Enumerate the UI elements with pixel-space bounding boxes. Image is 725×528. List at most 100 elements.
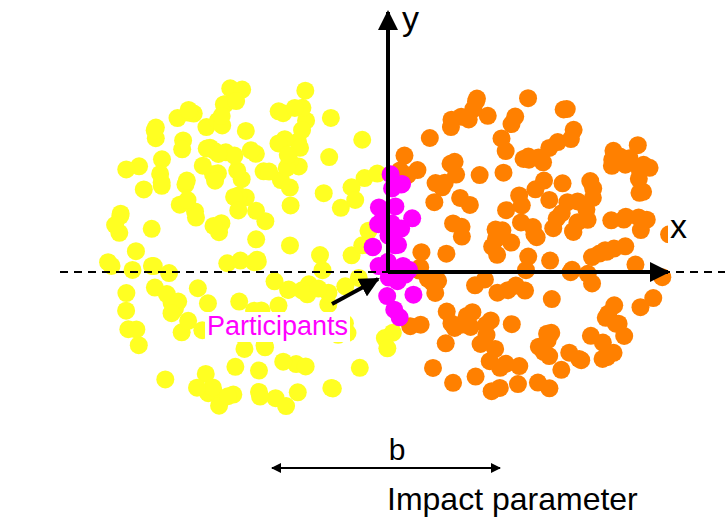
nucleon-dot bbox=[599, 305, 617, 323]
nucleon-dot bbox=[130, 336, 148, 354]
nucleon-dot bbox=[412, 243, 430, 261]
nucleon-dot bbox=[481, 352, 499, 370]
nucleon-dot bbox=[427, 174, 445, 192]
nucleon-dot bbox=[106, 216, 124, 234]
nucleon-dot bbox=[279, 146, 297, 164]
nucleon-dot bbox=[225, 147, 243, 165]
nucleon-dot bbox=[219, 387, 237, 405]
nucleon-dot bbox=[446, 153, 464, 171]
nucleon-dot bbox=[143, 220, 161, 238]
nucleon-dot bbox=[178, 172, 196, 190]
nucleon-dot bbox=[320, 148, 338, 166]
nucleon-dot bbox=[460, 110, 478, 128]
nucleon-dot bbox=[400, 261, 418, 279]
nucleon-dot bbox=[467, 368, 485, 386]
nucleon-dot bbox=[289, 383, 307, 401]
nucleon-dot bbox=[509, 375, 527, 393]
nucleon-dot bbox=[437, 245, 455, 263]
nucleon-dot bbox=[230, 293, 248, 311]
nucleon-dot bbox=[233, 170, 251, 188]
nucleon-dot bbox=[229, 201, 247, 219]
nucleon-dot bbox=[543, 290, 561, 308]
nucleon-dot bbox=[594, 334, 612, 352]
nucleon-dot bbox=[594, 350, 612, 368]
nucleon-dot bbox=[242, 141, 260, 159]
nucleon-dot bbox=[393, 175, 411, 193]
nucleon-dot bbox=[452, 316, 470, 334]
nucleon-dot bbox=[644, 289, 662, 307]
nucleon-dot bbox=[444, 374, 462, 392]
nucleon-dot bbox=[503, 315, 521, 333]
nucleon-dot bbox=[297, 357, 315, 375]
impact-parameter-arrow bbox=[272, 467, 500, 469]
nucleon-dot bbox=[156, 370, 174, 388]
nucleon-dot bbox=[322, 109, 340, 127]
nucleon-dot bbox=[604, 142, 622, 160]
nucleon-dot bbox=[315, 184, 333, 202]
nucleon-dot bbox=[562, 130, 580, 148]
nucleon-dot bbox=[421, 129, 439, 147]
leader-arrow bbox=[332, 279, 378, 304]
nucleon-dot bbox=[206, 172, 224, 190]
x-axis bbox=[388, 270, 668, 274]
nucleon-dot bbox=[510, 357, 528, 375]
nucleon-dot bbox=[296, 82, 314, 100]
nucleon-dot bbox=[466, 276, 484, 294]
nucleon-dot bbox=[324, 379, 342, 397]
nucleon-dot bbox=[135, 180, 153, 198]
nucleon-dot bbox=[281, 179, 299, 197]
nucleon-dot bbox=[453, 218, 471, 236]
nucleon-dot bbox=[541, 252, 559, 270]
nucleon-dot bbox=[247, 202, 265, 220]
nucleon-dot bbox=[395, 147, 413, 165]
nucleon-dot bbox=[163, 304, 181, 322]
nucleon-dot bbox=[404, 286, 422, 304]
nucleon-dot bbox=[554, 174, 572, 192]
nucleon-dot bbox=[471, 166, 489, 184]
participants-label: Participants bbox=[205, 312, 350, 342]
nucleon-dot bbox=[127, 242, 145, 260]
nucleon-dot bbox=[117, 160, 135, 178]
axis-label: y bbox=[400, 0, 421, 37]
nucleon-dot bbox=[250, 362, 268, 380]
nucleon-dot bbox=[227, 92, 245, 110]
nucleon-dot bbox=[615, 327, 633, 345]
nucleon-dot bbox=[497, 201, 515, 219]
nucleon-dot bbox=[226, 358, 244, 376]
nucleon-dot bbox=[513, 196, 531, 214]
nucleon-dot bbox=[188, 379, 206, 397]
nucleon-dot bbox=[286, 99, 304, 117]
nucleon-dot bbox=[124, 261, 142, 279]
nucleon-dot bbox=[516, 282, 534, 300]
nucleon-dot bbox=[187, 209, 205, 227]
nucleon-dot bbox=[293, 121, 311, 139]
nucleon-dot bbox=[280, 280, 298, 298]
nucleon-dot bbox=[346, 191, 364, 209]
nucleon-dot bbox=[638, 211, 656, 229]
nucleon-dot bbox=[564, 223, 582, 241]
nucleon-dot bbox=[583, 274, 601, 292]
nucleon-dot bbox=[153, 174, 171, 192]
nucleon-dot bbox=[497, 142, 515, 160]
nucleon-dot bbox=[519, 89, 537, 107]
nucleon-dot bbox=[403, 209, 421, 227]
y-axis bbox=[386, 12, 390, 272]
nucleon-dot bbox=[558, 100, 576, 118]
nucleon-dot bbox=[424, 359, 442, 377]
nucleon-dot bbox=[553, 204, 571, 222]
nucleon-dot bbox=[364, 238, 382, 256]
nucleon-dot bbox=[251, 388, 269, 406]
nucleon-dot bbox=[461, 196, 479, 214]
nucleon-dot bbox=[160, 264, 178, 282]
nucleon-dot bbox=[248, 251, 266, 269]
nucleon-dot bbox=[189, 279, 207, 297]
nucleon-dot bbox=[199, 294, 217, 312]
nucleon-dot bbox=[494, 164, 512, 182]
axis-label: x bbox=[668, 208, 689, 245]
nucleon-dot bbox=[540, 139, 558, 157]
nucleon-dot bbox=[364, 238, 382, 256]
nucleon-dot bbox=[260, 163, 278, 181]
nucleon-dot bbox=[274, 353, 292, 371]
nucleon-dot bbox=[281, 236, 299, 254]
nucleon-dot bbox=[491, 379, 509, 397]
